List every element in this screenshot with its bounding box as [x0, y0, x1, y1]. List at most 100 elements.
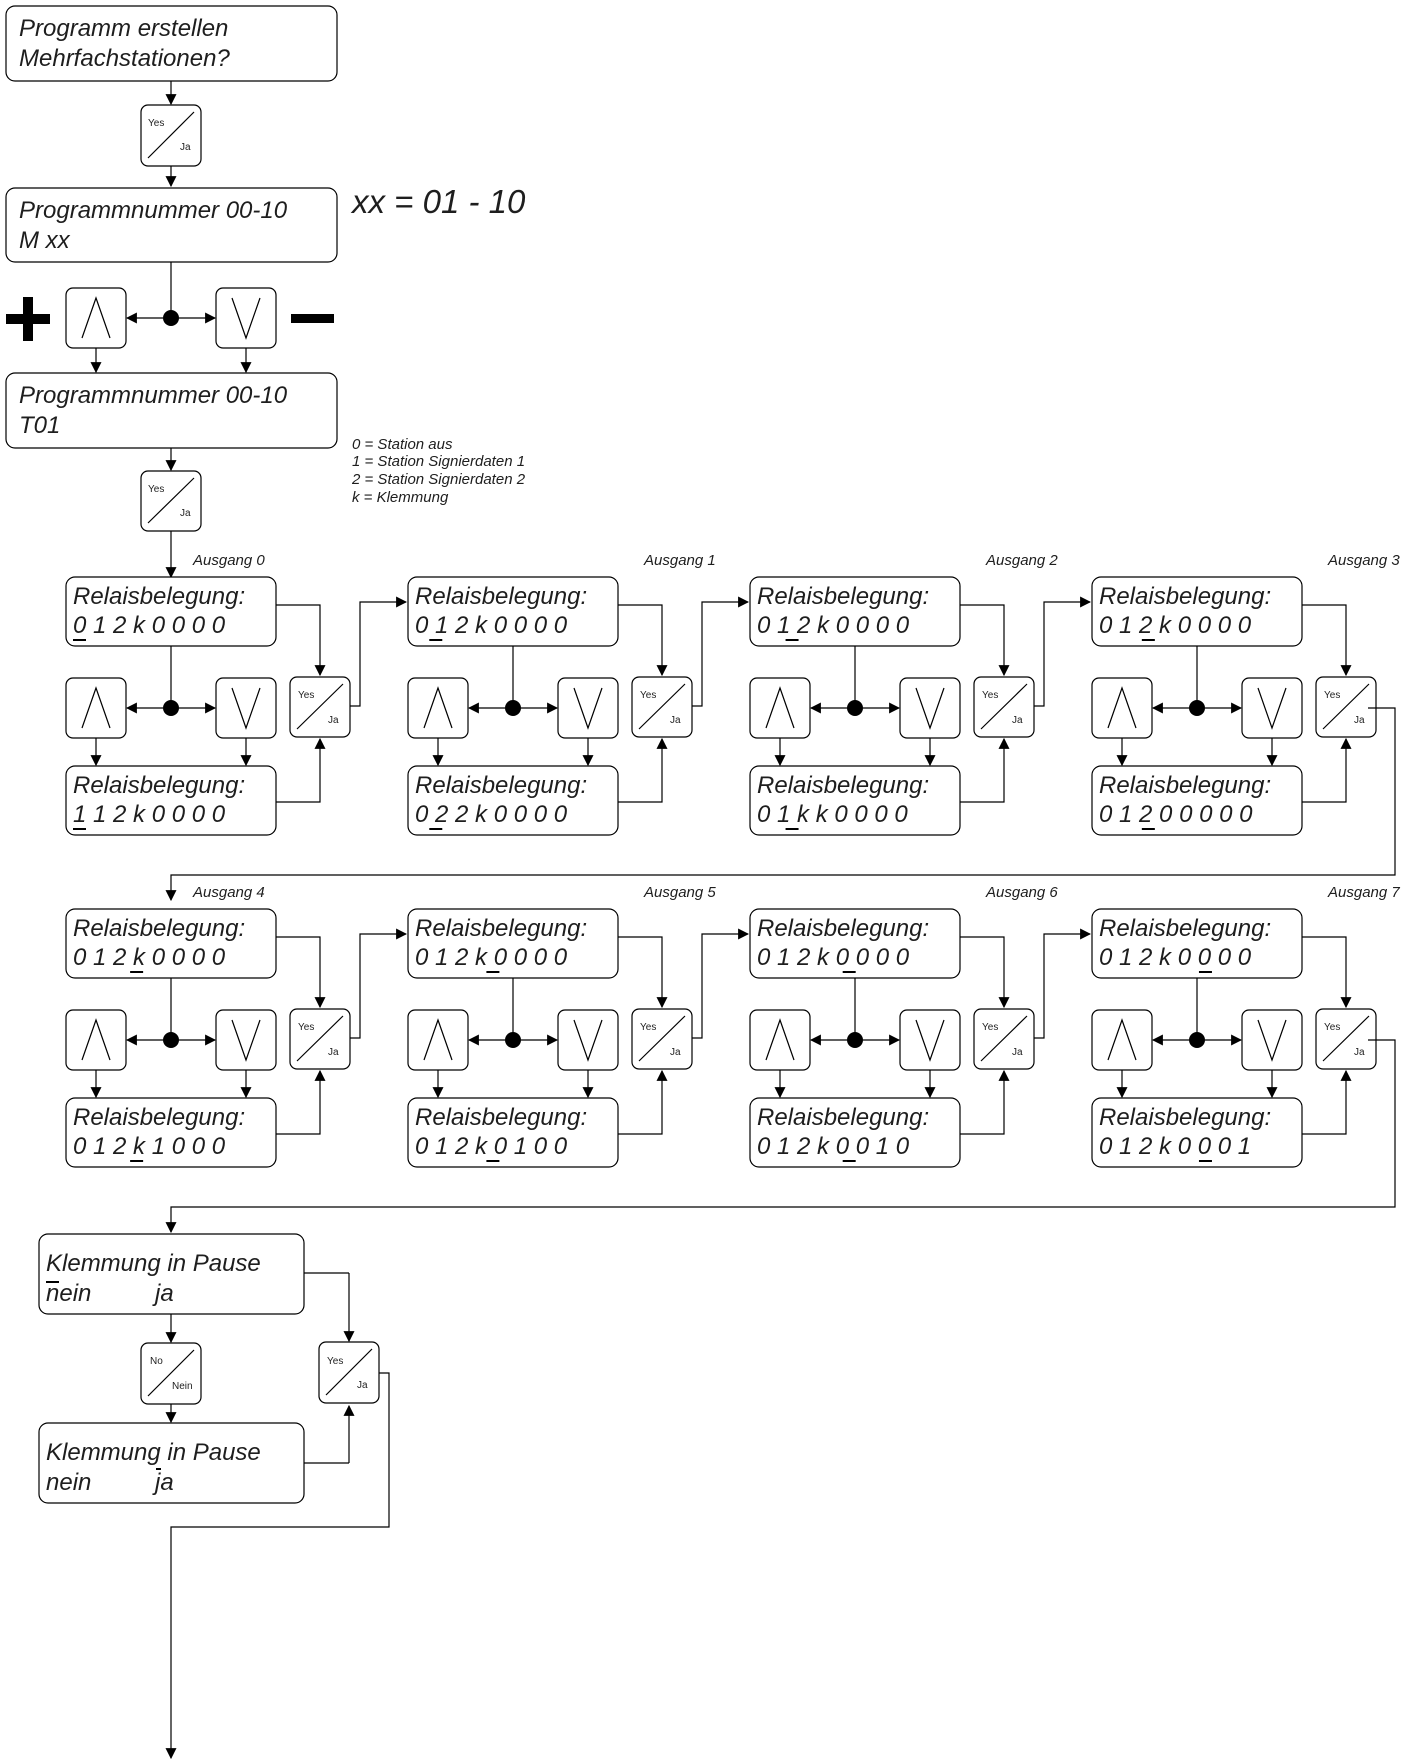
down-key[interactable]	[899, 1009, 961, 1071]
svg-text:T01: T01	[19, 412, 60, 439]
up-key[interactable]	[1091, 1009, 1153, 1071]
svg-text:Relaisbelegung:: Relaisbelegung:	[73, 915, 245, 942]
svg-text:Relaisbelegung:: Relaisbelegung:	[415, 1104, 587, 1131]
down-key[interactable]	[1241, 1009, 1303, 1071]
svg-text:0 = Station aus: 0 = Station aus	[352, 436, 453, 453]
down-key[interactable]	[1241, 677, 1303, 739]
up-key[interactable]	[749, 677, 811, 739]
relay-state-box: Relaisbelegung:0 1 2 k 1 0 0 0	[65, 1097, 277, 1168]
svg-text:Relaisbelegung:: Relaisbelegung:	[415, 583, 587, 610]
yes-ja-key[interactable]: Yes Ja	[140, 104, 202, 167]
up-key[interactable]	[65, 677, 127, 739]
junction-dot	[1189, 700, 1205, 716]
yes-ja-key[interactable]: Yes Ja	[318, 1341, 380, 1404]
yes-ja-key[interactable]: Yes Ja	[140, 470, 202, 532]
output-label: Ausgang 7	[1327, 884, 1400, 901]
up-key[interactable]	[749, 1009, 811, 1071]
row-connector	[165, 707, 1396, 902]
up-key[interactable]	[65, 1009, 127, 1071]
svg-text:ja: ja	[152, 1280, 174, 1307]
relay-state-box: Relaisbelegung:0 1 2 0 0 0 0 0	[1091, 765, 1303, 836]
svg-text:Ja: Ja	[328, 1047, 339, 1058]
svg-text:Relaisbelegung:: Relaisbelegung:	[1099, 915, 1271, 942]
svg-text:Relaisbelegung:: Relaisbelegung:	[757, 1104, 929, 1131]
up-key[interactable]	[407, 1009, 469, 1071]
relay-state-box: Relaisbelegung:0 1 2 k 0 0 0 0	[1091, 908, 1303, 979]
down-key[interactable]	[899, 677, 961, 739]
junction-dot	[847, 700, 863, 716]
down-key[interactable]	[557, 677, 619, 739]
program-number-box-t: Programmnummer 00-10 T01	[5, 372, 338, 449]
output-label: Ausgang 0	[192, 552, 265, 569]
svg-text:0 1 2 k 0 0 0 0: 0 1 2 k 0 0 0 0	[415, 612, 568, 639]
svg-text:Relaisbelegung:: Relaisbelegung:	[415, 915, 587, 942]
svg-text:0 1 2 0 0 0 0 0: 0 1 2 0 0 0 0 0	[1099, 801, 1253, 828]
svg-text:Ja: Ja	[180, 142, 191, 153]
klemmung-box-ja: Klemmung in Pause nein ja	[38, 1422, 305, 1504]
down-key[interactable]	[557, 1009, 619, 1071]
svg-text:Mehrfachstationen?: Mehrfachstationen?	[19, 45, 230, 72]
svg-text:Yes: Yes	[982, 1022, 998, 1033]
exit-connector	[165, 1372, 390, 1760]
minus-icon	[291, 314, 334, 323]
svg-text:0 1 2 k 0 0 0 0: 0 1 2 k 0 0 0 0	[73, 612, 226, 639]
svg-text:Relaisbelegung:: Relaisbelegung:	[73, 772, 245, 799]
relay-state-box: Relaisbelegung:0 1 2 k 0 0 1 0	[749, 1097, 961, 1168]
junction-dot	[505, 1032, 521, 1048]
svg-text:Yes: Yes	[1324, 1022, 1340, 1033]
output-label: Ausgang 2	[985, 552, 1058, 569]
svg-text:Yes: Yes	[298, 690, 314, 701]
no-nein-key[interactable]: No Nein	[140, 1342, 202, 1405]
relay-state-box: Relaisbelegung:0 1 2 k 0 0 0 0	[749, 576, 961, 647]
svg-text:Yes: Yes	[982, 690, 998, 701]
svg-text:1 1 2 k 0 0 0 0: 1 1 2 k 0 0 0 0	[73, 801, 226, 828]
svg-text:Relaisbelegung:: Relaisbelegung:	[757, 583, 929, 610]
svg-text:Yes: Yes	[148, 484, 164, 495]
up-key[interactable]	[1091, 677, 1153, 739]
svg-text:Ja: Ja	[670, 715, 681, 726]
plus-icon	[6, 297, 50, 341]
svg-text:Relaisbelegung:: Relaisbelegung:	[1099, 583, 1271, 610]
svg-text:Ja: Ja	[670, 1047, 681, 1058]
start-box: Programm erstellen Mehrfachstationen?	[5, 5, 338, 82]
output-label: Ausgang 3	[1327, 552, 1400, 569]
svg-text:Ja: Ja	[1354, 715, 1365, 726]
relay-output-cell: Ausgang 3 Relaisbelegung:0 1 2 k 0 0 0 0 R…	[1091, 552, 1400, 836]
up-key[interactable]	[407, 677, 469, 739]
junction-dot	[1189, 1032, 1205, 1048]
svg-text:0 1 2 k 0 0 0 0: 0 1 2 k 0 0 0 0	[1099, 612, 1252, 639]
svg-text:Relaisbelegung:: Relaisbelegung:	[73, 583, 245, 610]
svg-text:Yes: Yes	[327, 1356, 343, 1367]
up-key[interactable]	[65, 287, 127, 349]
svg-text:0 1 2 k 0 1 0 0: 0 1 2 k 0 1 0 0	[415, 1133, 568, 1160]
svg-text:Yes: Yes	[298, 1022, 314, 1033]
down-key[interactable]	[215, 1009, 277, 1071]
svg-text:Relaisbelegung:: Relaisbelegung:	[415, 772, 587, 799]
svg-text:Programm erstellen: Programm erstellen	[19, 15, 228, 42]
relay-state-box: Relaisbelegung:0 2 2 k 0 0 0 0	[407, 765, 619, 836]
klemmung-box-nein: Klemmung in Pause nein ja	[38, 1233, 305, 1315]
svg-text:Programmnummer 00-10: Programmnummer 00-10	[19, 382, 288, 409]
down-key[interactable]	[215, 677, 277, 739]
down-key[interactable]	[215, 287, 277, 349]
relay-state-box: Relaisbelegung:0 1 2 k 0 0 0 0	[749, 908, 961, 979]
junction-dot	[163, 700, 179, 716]
svg-text:Relaisbelegung:: Relaisbelegung:	[757, 772, 929, 799]
svg-text:Relaisbelegung:: Relaisbelegung:	[1099, 1104, 1271, 1131]
program-number-box-m: Programmnummer 00-10 M xx	[5, 187, 338, 263]
svg-text:Yes: Yes	[1324, 690, 1340, 701]
svg-text:1 = Station Signierdaten 1: 1 = Station Signierdaten 1	[352, 453, 525, 470]
